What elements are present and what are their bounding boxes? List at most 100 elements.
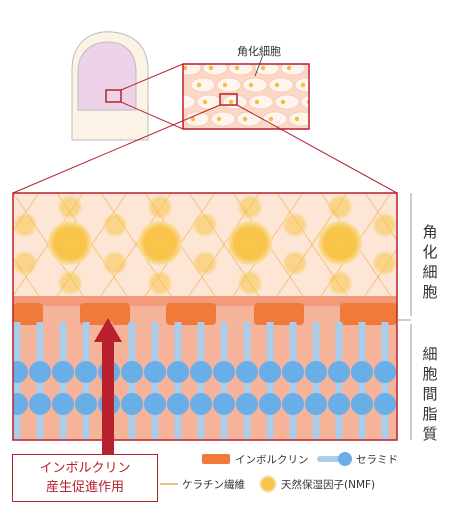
nmf-particle [103,213,127,237]
nmf-particle [373,213,397,237]
legend-ceramide-swatch-head [338,452,352,466]
label-lipid-char: 間 [422,385,438,403]
small-cell [294,77,309,93]
label-lipid-char: 胞 [422,365,438,383]
ceramide-head [144,361,166,383]
cell-envelope-band [13,296,397,306]
label-corneocyte-char: 細 [422,263,438,281]
ceramide-head [305,393,327,415]
finger-highlight-box [105,89,122,103]
nmf-particle [193,251,217,275]
small-cell [254,64,280,76]
ceramide-head [144,393,166,415]
small-view-label: 角化細胞 [237,45,281,58]
nmf-particle [238,195,262,219]
label-corneocyte-char: 角 [422,223,438,241]
nmf-particle [328,271,352,295]
small-cell [274,94,300,110]
nmf-particle [373,251,397,275]
small-nmf-dot [183,65,188,71]
involucrin-arrow [94,318,122,458]
ceramide-head [52,361,74,383]
keratin-fiber [13,193,40,233]
ceramide-head [328,393,350,415]
keratin-fiber [364,193,397,241]
legend-keratin-label: ケラチン繊維 [182,479,245,491]
ceramide-head [121,361,143,383]
label-lipid-char: 細 [422,345,438,363]
nmf-particle [193,213,217,237]
ceramide-head [236,393,258,415]
small-nmf-dot [321,117,325,121]
label-intercellular-lipid: 細 胞 間 脂 質 [420,344,440,444]
label-corneocyte: 角 化 細 胞 [420,222,440,302]
ceramide-head [259,361,281,383]
small-nmf-dot [300,82,306,88]
keratin-fiber [364,248,397,297]
finger-illustration [71,31,149,141]
involucrin-block [340,303,397,325]
small-cell [280,64,306,76]
keratin-fiber [453,193,457,296]
nmf-particle [13,251,37,275]
small-nmf-dot [274,82,280,88]
nmf-particle [283,213,307,237]
involucrin-block [13,303,43,325]
small-cell [183,94,196,110]
ceramide-head [351,361,373,383]
legend-ceramide-label: セラミド [356,454,398,466]
small-nmf-dot [234,65,240,71]
small-magnified-view [177,54,325,130]
small-cell [184,111,210,127]
ceramide-head [13,361,28,383]
label-lipid-char: 質 [422,425,438,443]
ceramide-head [282,361,304,383]
nmf-particle [318,221,362,265]
nmf-particle [48,221,92,265]
nmf-particle [103,251,127,275]
small-nmf-dot [260,65,266,71]
small-cell [216,77,242,93]
label-corneocyte-char: 胞 [422,283,438,301]
small-cell [300,94,309,110]
nmf-particle [328,195,352,219]
ceramide-head [13,393,28,415]
ceramide-head [52,393,74,415]
legend-nmf-swatch [259,475,277,493]
nmf-particle [148,271,172,295]
small-nmf-dot [228,99,234,105]
side-brackets [397,193,412,440]
nmf-particle [58,271,82,295]
ceramide-head [29,361,51,383]
ceramide-head [75,393,97,415]
nmf-particle [138,221,182,265]
small-nmf-dot [222,82,228,88]
ceramide-head [121,393,143,415]
small-nmf-dot [286,65,292,71]
ceramide-head [351,393,373,415]
involucrin-callout-box: インボルクリン 産生促進作用 [12,454,158,502]
ceramide-head [236,361,258,383]
small-highlight-box [219,93,238,106]
ceramide-head [213,393,235,415]
nmf-particle [228,221,272,265]
ceramide-head [167,393,189,415]
small-cell [210,111,236,127]
small-nmf-dot [177,100,181,104]
nmf-particle [238,271,262,295]
small-cell [222,94,248,110]
small-nmf-dot [202,99,208,105]
small-cell [183,64,202,76]
small-nmf-dot [216,116,222,122]
ceramide-head [282,393,304,415]
nmf-particle [13,213,37,237]
callout-line-2: 産生促進作用 [45,480,124,495]
ceramide-head [213,361,235,383]
small-cell [268,77,294,93]
small-cell [248,94,274,110]
keratin-fiber [13,256,40,297]
ceramide-head [374,393,396,415]
involucrin-block [80,303,130,325]
